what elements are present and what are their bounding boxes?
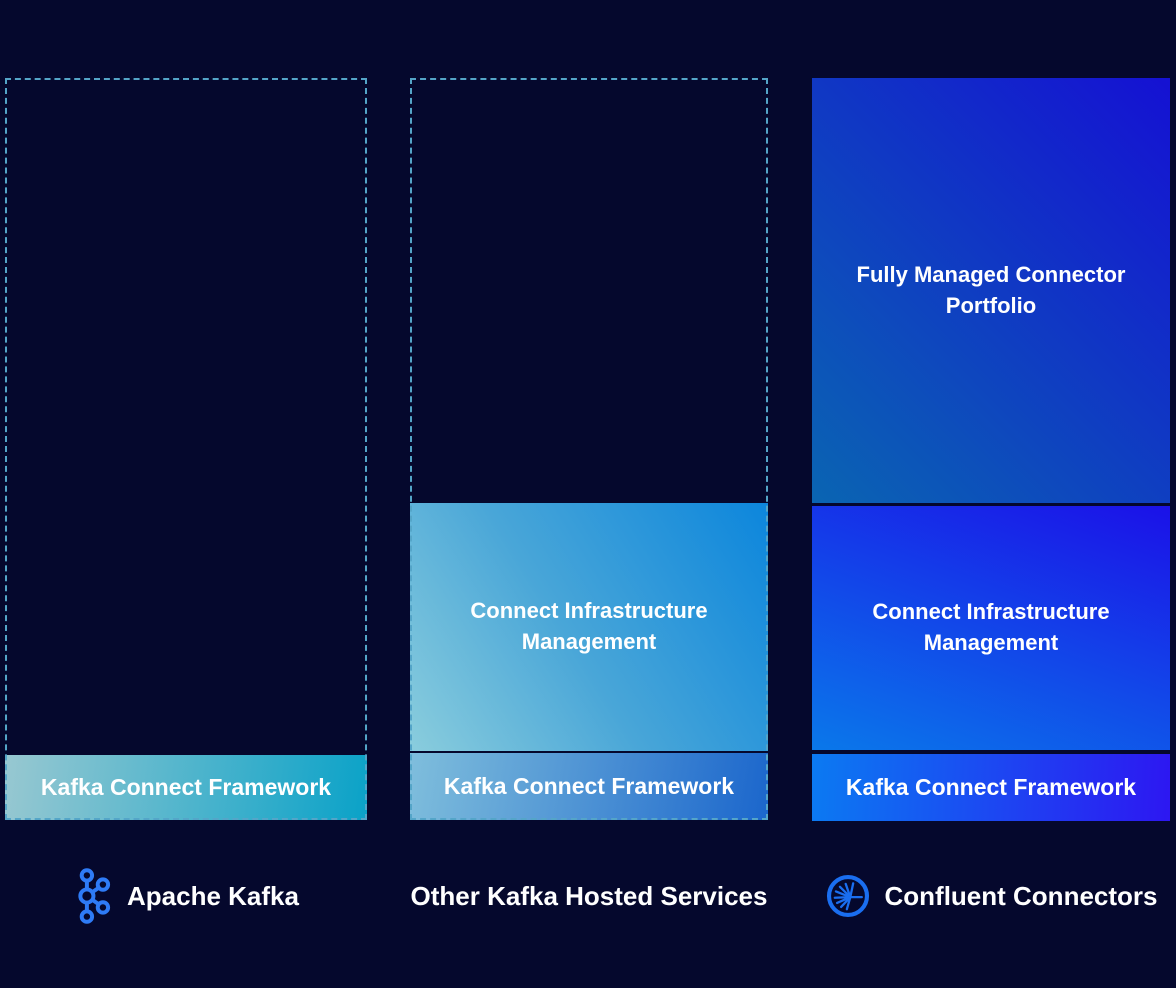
block-kafka-connect-framework: Kafka Connect Framework [5,755,367,820]
confluent-icon [826,874,869,918]
caption-label: Apache Kafka [127,880,299,911]
block-label: Kafka Connect Framework [40,774,332,801]
apache-kafka-icon [78,868,111,924]
block-label: Connect Infrastructure Management [470,598,708,654]
column-other-kafka-hosted-services: Connect Infrastructure Management Kafka … [410,78,768,820]
block-label: Kafka Connect Framework [845,774,1137,801]
column-confluent-connectors: Fully Managed Connector Portfolio Connec… [812,78,1170,821]
caption-label: Other Kafka Hosted Services [410,880,768,911]
block-label: Kafka Connect Framework [443,773,735,800]
block-label: Fully Managed Connector Portfolio [856,261,1126,318]
caption-apache-kafka: Apache Kafka [5,860,367,932]
caption-other-kafka-hosted-services: Other Kafka Hosted Services [410,860,768,932]
column-apache-kafka: Kafka Connect Framework [5,78,367,820]
block-kafka-connect-framework: Kafka Connect Framework [812,754,1170,821]
block-connect-infrastructure-management: Connect Infrastructure Management [410,503,768,751]
block-kafka-connect-framework: Kafka Connect Framework [410,753,768,820]
caption-confluent-connectors: Confluent Connectors [812,860,1170,932]
block-label: Connect Infrastructure Management [872,599,1110,655]
block-fully-managed-connector-portfolio: Fully Managed Connector Portfolio [812,78,1170,503]
caption-label: Confluent Connectors [884,880,1158,911]
block-connect-infrastructure-management: Connect Infrastructure Management [812,506,1170,750]
